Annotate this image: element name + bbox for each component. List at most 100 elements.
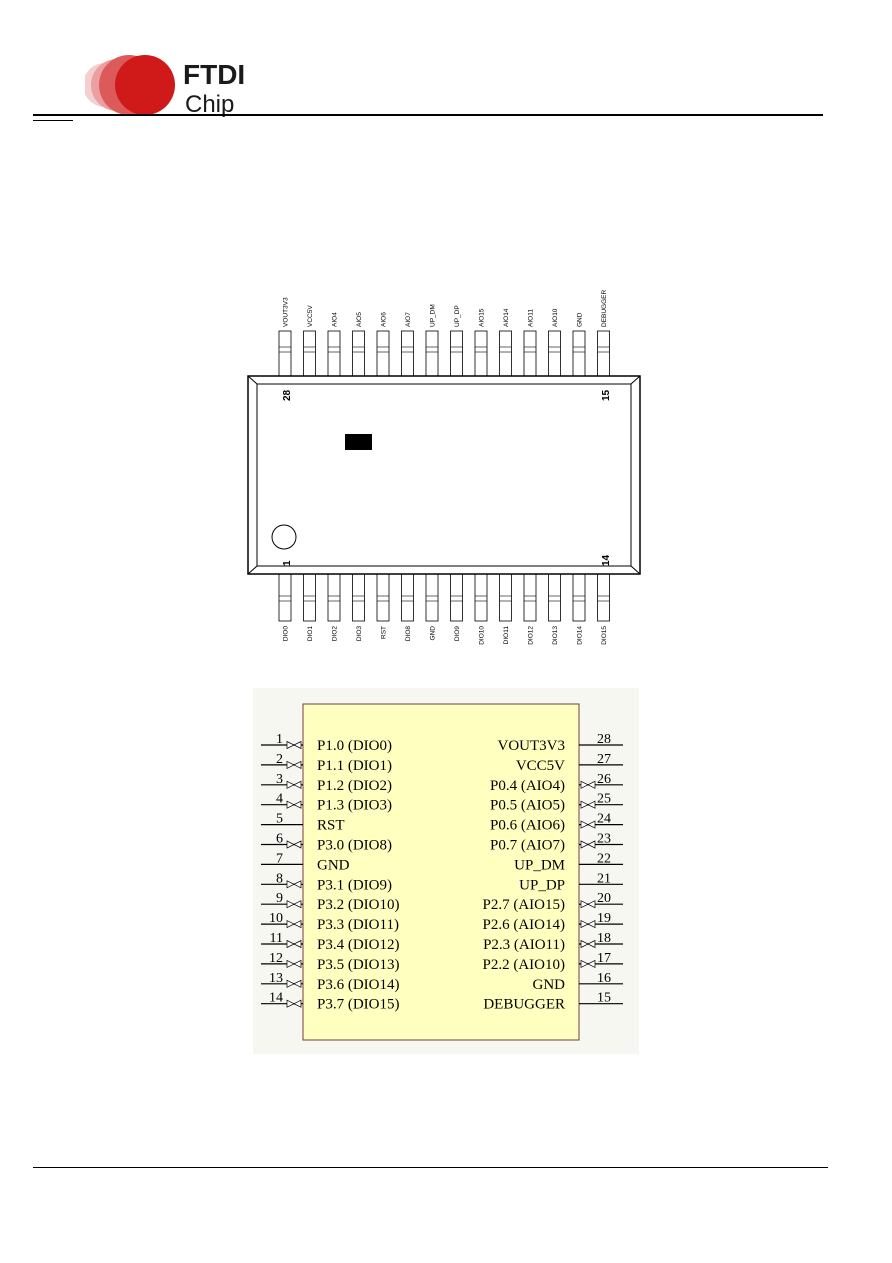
package-top-pin-label: VCC5V	[307, 305, 314, 327]
io-arrow-icon	[580, 840, 596, 849]
package-bottom-pin-label: DIO13	[552, 626, 559, 645]
io-arrow-icon	[286, 740, 302, 750]
schematic-pin-number: 14	[269, 991, 283, 1006]
schematic-left-pin: 11 P3.4 (DIO12)	[261, 931, 400, 953]
package-bottom-pin-label: DIO11	[503, 626, 510, 645]
io-arrow-icon	[286, 760, 302, 769]
package-bottom-pin-label: GND	[430, 626, 437, 641]
schematic-body	[302, 703, 580, 1041]
package-top-pin: AIO10	[548, 308, 561, 377]
package-top-pin: DEBUGGER	[597, 289, 610, 377]
io-arrow-icon	[580, 780, 596, 789]
io-arrow-icon	[580, 939, 596, 949]
package-pinout-diagram: VOUT3V3 VCC5V AIO4 AIO5 AIO6 AIO7 UP_DM UP_DP AI…	[247, 289, 641, 645]
io-arrow-icon	[286, 880, 302, 889]
package-top-pin-label: AIO11	[528, 309, 535, 327]
schematic-pin-label: P1.3 (DIO3)	[317, 798, 392, 814]
pin1-indicator-dot	[271, 524, 297, 550]
schematic-pin-label: VCC5V	[516, 758, 565, 774]
package-bottom-pin-label: RST	[381, 626, 388, 639]
top-pin-row: VOUT3V3 VCC5V AIO4 AIO5 AIO6 AIO7 UP_DM UP_DP AI…	[278, 289, 610, 377]
schematic-pin-label: P3.2 (DIO10)	[317, 897, 400, 913]
io-arrow-icon	[286, 800, 302, 809]
schematic-pin-label: P3.4 (DIO12)	[317, 937, 400, 953]
schematic-pin-number: 5	[276, 812, 283, 827]
schematic-pin-label: P3.5 (DIO13)	[317, 957, 400, 973]
package-top-pin-label: VOUT3V3	[283, 297, 290, 327]
io-arrow-icon	[286, 979, 302, 988]
schematic-pin-label: P0.6 (AIO6)	[490, 818, 565, 834]
schematic-pin-label: GND	[533, 977, 566, 993]
logo-sphere	[85, 55, 175, 115]
package-top-pin: VOUT3V3	[278, 297, 292, 377]
schematic-pin-label: UP_DM	[514, 857, 565, 873]
schematic-pin-label: VOUT3V3	[498, 738, 566, 754]
schematic-pin-number: 7	[276, 851, 283, 866]
package-bottom-pin: DIO2	[327, 573, 341, 642]
schematic-pin-number: 11	[270, 931, 283, 946]
package-bottom-pin: DIO12	[523, 573, 537, 645]
schematic-pin-label: P3.7 (DIO15)	[317, 997, 400, 1013]
schematic-pin-number: 6	[276, 832, 283, 847]
schematic-pin-label: P0.7 (AIO7)	[490, 838, 565, 854]
package-top-pin-label: AIO6	[381, 312, 388, 327]
package-marking-block	[345, 434, 372, 450]
package-top-pin: AIO4	[327, 312, 341, 377]
schematic-pin-label: UP_DP	[519, 877, 565, 893]
package-bottom-pin-label: DIO12	[528, 626, 535, 645]
schematic-pin-number: 23	[597, 832, 611, 847]
corner-pin-28: 28	[282, 389, 293, 401]
package-bottom-pin-label: DIO1	[307, 626, 314, 642]
schematic-pin-number: 25	[597, 792, 611, 807]
io-arrow-icon	[286, 840, 302, 849]
package-top-pin-label: GND	[577, 312, 584, 327]
schematic-pin-label: P2.3 (AIO11)	[483, 937, 565, 953]
package-top-pin: AIO15	[474, 308, 488, 377]
schematic-pin-number: 24	[597, 812, 611, 827]
package-top-pin-label: AIO7	[405, 312, 412, 327]
package-bottom-pin-label: DIO0	[283, 626, 290, 642]
io-arrow-icon	[286, 920, 302, 929]
schematic-pin-label: P3.0 (DIO8)	[317, 838, 392, 854]
package-bottom-pin: RST	[376, 573, 390, 639]
schematic-right-pin: 23 P0.7 (AIO7)	[490, 832, 623, 854]
schematic-pin-number: 15	[597, 991, 611, 1006]
schematic-pin-number: 13	[269, 971, 283, 986]
schematic-right-pin: 27 VCC5V	[516, 752, 623, 774]
schematic-left-pin: 5 RST	[261, 812, 345, 834]
package-bottom-pin: DIO9	[450, 573, 463, 642]
package-top-pin-label: UP_DP	[454, 305, 461, 327]
schematic-pin-number: 3	[276, 772, 283, 787]
package-top-pin: AIO11	[523, 309, 537, 377]
package-top-pin: UP_DM	[425, 304, 439, 377]
corner-pin-1: 1	[282, 560, 293, 566]
package-top-pin: AIO5	[352, 312, 365, 377]
schematic-pin-label: RST	[317, 818, 345, 834]
package-bottom-pin-label: DIO2	[332, 626, 339, 642]
package-bottom-pin: GND	[425, 573, 439, 641]
schematic-pin-number: 27	[597, 752, 611, 767]
package-top-pin-label: AIO4	[332, 312, 339, 327]
package-top-pin: GND	[572, 312, 586, 377]
schematic-pin-label: GND	[317, 857, 350, 873]
schematic-pin-number: 20	[597, 891, 611, 906]
header-rule	[33, 114, 823, 116]
package-top-pin-label: DEBUGGER	[601, 289, 608, 327]
schematic-pin-number: 8	[276, 871, 283, 886]
corner-pin-15: 15	[601, 389, 612, 401]
package-bottom-pin-label: DIO9	[454, 626, 461, 642]
schematic-pin-label: P2.2 (AIO10)	[483, 957, 566, 973]
io-arrow-icon	[580, 800, 596, 809]
package-bottom-pin: DIO3	[352, 573, 365, 641]
package-top-pin-label: AIO10	[552, 308, 559, 327]
schematic-pin-number: 10	[269, 911, 283, 926]
package-bottom-pin: DIO1	[303, 573, 316, 642]
